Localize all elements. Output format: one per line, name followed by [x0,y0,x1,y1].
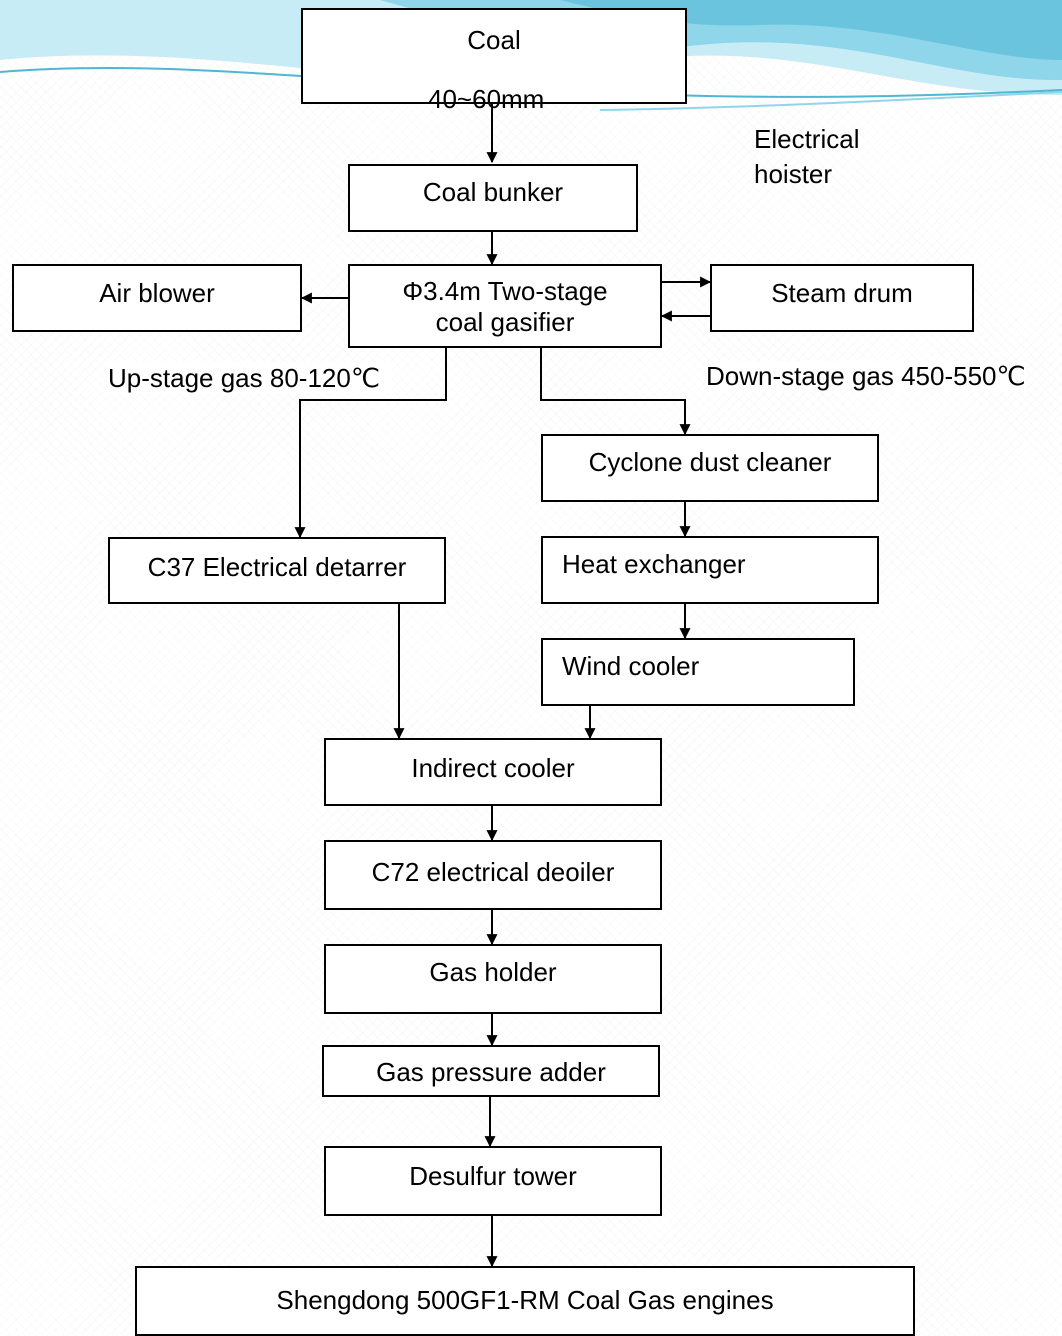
gasifier-box: Φ3.4m Two-stage coal gasifier [348,264,662,348]
electrical-deoiler-box: C72 electrical deoiler [324,840,662,910]
heat-exchanger-box: Heat exchanger [541,536,879,604]
desulfur-tower-label: Desulfur tower [409,1161,577,1191]
wind-cooler-box: Wind cooler [541,638,855,706]
indirect-cooler-label: Indirect cooler [411,753,575,783]
hoister-label-line1: Electrical [754,124,860,154]
air-blower-label: Air blower [99,278,215,308]
steam-drum-label: Steam drum [771,278,913,308]
hoister-label-line2: hoister [754,159,833,189]
line-up-stage-gas [294,348,447,539]
gasifier-label-line1: Φ3.4m Two-stage [402,276,608,306]
cyclone-dust-cleaner-box: Cyclone dust cleaner [541,434,879,502]
cyclone-dust-cleaner-label: Cyclone dust cleaner [588,447,832,477]
electrical-detarrer-label: C37 Electrical detarrer [147,552,407,582]
coal-label: Coal [467,25,521,55]
up-stage-gas-label: Up-stage gas 80-120℃ [108,363,393,394]
coal-gas-engines-box: Shengdong 500GF1-RM Coal Gas engines [135,1266,915,1336]
gas-holder-box: Gas holder [324,944,662,1014]
coal-box: Coal [301,8,687,104]
coal-gas-engines-label: Shengdong 500GF1-RM Coal Gas engines [276,1285,774,1315]
electrical-detarrer-box: C37 Electrical detarrer [108,537,446,604]
gas-pressure-adder-label: Gas pressure adder [376,1057,606,1087]
coal-bunker-label: Coal bunker [422,177,564,207]
air-blower-box: Air blower [12,264,302,332]
line-down-stage-gas [540,348,691,436]
steam-drum-box: Steam drum [710,264,974,332]
gasifier-label-line2: coal gasifier [435,307,575,337]
gas-pressure-adder-box: Gas pressure adder [322,1045,660,1097]
wind-cooler-label: Wind cooler [562,651,700,681]
desulfur-tower-box: Desulfur tower [324,1146,662,1216]
indirect-cooler-box: Indirect cooler [324,738,662,806]
gas-holder-label: Gas holder [429,957,557,987]
electrical-deoiler-label: C72 electrical deoiler [371,857,615,887]
coal-size-label: 40~60mm [428,84,545,114]
heat-exchanger-label: Heat exchanger [562,549,746,579]
coal-bunker-box: Coal bunker [348,164,638,232]
down-stage-gas-label: Down-stage gas 450-550℃ [706,361,1026,392]
